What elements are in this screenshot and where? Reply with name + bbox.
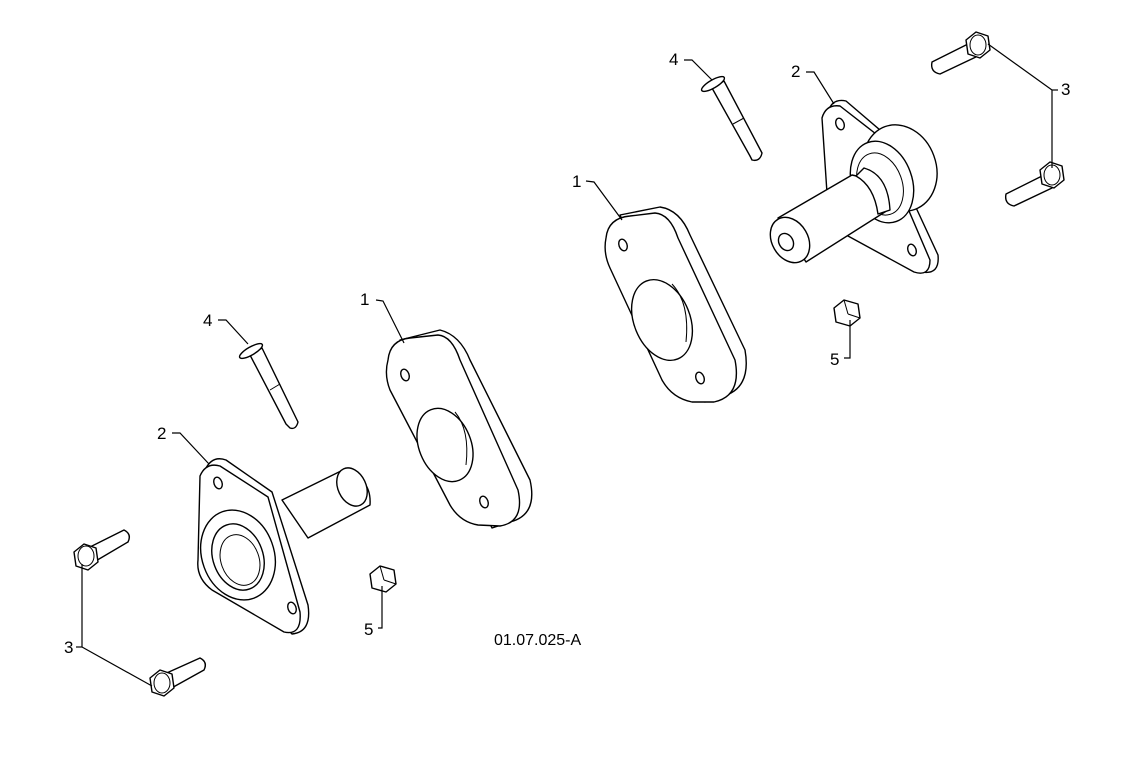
flange-hub-right	[769, 99, 939, 274]
callout-bolts-right: 3	[1061, 80, 1071, 99]
bolt-right-upper	[930, 31, 991, 75]
pin-right	[700, 75, 763, 162]
callout-spacer-right: 1	[572, 172, 582, 191]
bolt-left-lower	[149, 657, 207, 697]
leader-lines	[76, 43, 1058, 687]
callout-pin-right: 4	[669, 50, 679, 69]
bolt-right-lower	[1004, 161, 1065, 207]
callout-flange-left: 2	[157, 424, 167, 443]
callout-nut-left: 5	[364, 620, 374, 639]
bolt-left-upper	[73, 529, 131, 571]
flange-hub-left	[197, 458, 371, 635]
pin-left	[238, 342, 299, 430]
nut-right	[833, 299, 861, 327]
nut-left	[369, 565, 397, 593]
callout-bolts-left: 3	[64, 638, 74, 657]
callout-nut-right: 5	[830, 350, 840, 369]
callout-spacer-left: 1	[360, 290, 370, 309]
callout-pin-left: 4	[203, 311, 213, 330]
drawing-code: 01.07.025-A	[494, 632, 582, 649]
spacer-block-right	[604, 206, 747, 403]
spacer-block-left	[385, 329, 533, 529]
callout-flange-right: 2	[791, 62, 801, 81]
